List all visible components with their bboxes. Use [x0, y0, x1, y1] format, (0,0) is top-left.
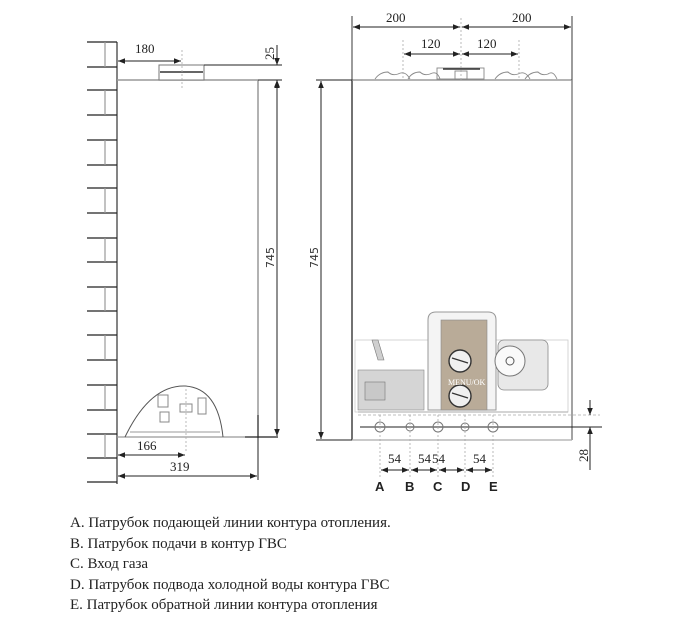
- dim-side-height: 745: [264, 247, 277, 268]
- connection-label-a: A: [375, 479, 385, 494]
- dim-spacing-cd: 54: [432, 451, 446, 466]
- dim-top-clearance: 25: [262, 47, 277, 60]
- connection-label-c: C: [433, 479, 443, 494]
- hydraulic-block: MENU/OK: [354, 311, 600, 428]
- legend-item-b: B. Патрубок подачи в контур ГВС: [70, 535, 287, 552]
- dim-connection-offset: 166: [137, 438, 157, 453]
- legend-item-d: D. Патрубок подвода холодной воды контур…: [70, 576, 390, 593]
- legend-item-e: E. Патрубок обратной линии контура отопл…: [70, 597, 378, 613]
- legend-item-a: A. Патрубок подающей линии контура отопл…: [70, 515, 391, 531]
- connections-legend: A. Патрубок подающей линии контура отопл…: [70, 513, 391, 616]
- dim-spacing-de: 54: [473, 451, 487, 466]
- dim-flue-offset: 180: [135, 41, 155, 56]
- connection-label-b: B: [405, 479, 414, 494]
- front-view: 200 200 120 120 745 MENU/OK: [308, 10, 602, 494]
- brick-wall: [87, 41, 118, 484]
- dim-half-width-right: 200: [512, 10, 532, 25]
- top-flue-fittings: [374, 67, 558, 80]
- dim-flue-left: 120: [421, 36, 441, 51]
- side-view: 180 25 745 166 319: [87, 41, 282, 484]
- connection-label-e: E: [489, 479, 498, 494]
- boiler-side-body: [117, 50, 278, 480]
- legend-item-c: C. Вход газа: [70, 556, 149, 572]
- dim-spacing-bc: 54: [418, 451, 432, 466]
- dim-spacing-ab: 54: [388, 451, 402, 466]
- dim-flue-right: 120: [477, 36, 497, 51]
- dim-connection-height: 28: [576, 449, 591, 462]
- dim-depth: 319: [170, 459, 190, 474]
- connection-label-d: D: [461, 479, 470, 494]
- panel-menu-ok: MENU/OK: [448, 378, 486, 387]
- dim-half-width-left: 200: [386, 10, 406, 25]
- dim-front-height: 745: [308, 247, 321, 268]
